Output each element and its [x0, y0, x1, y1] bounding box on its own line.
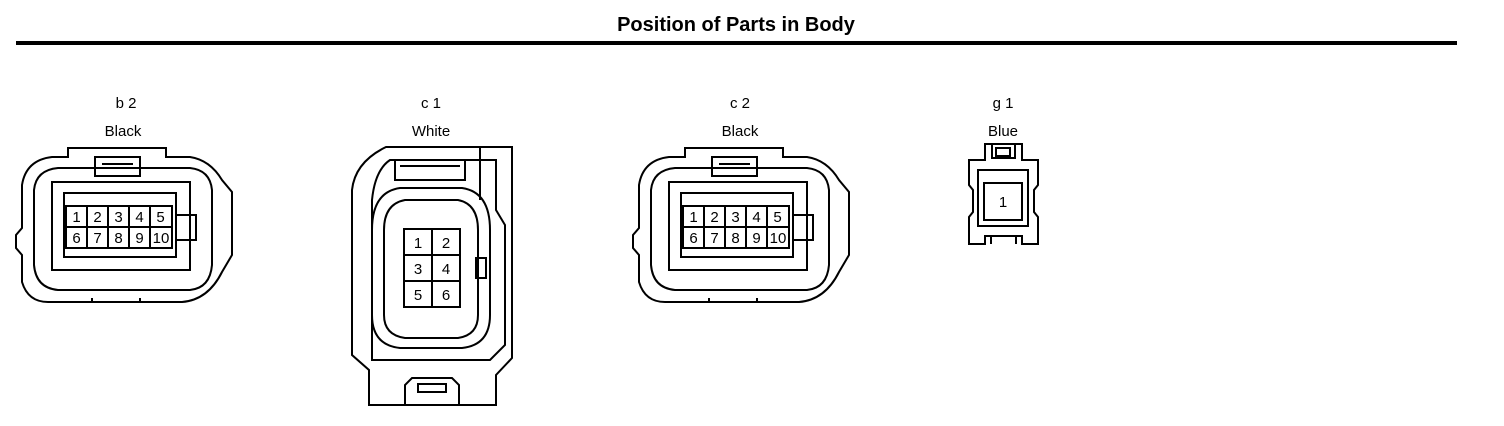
connector-c2-pin: 9 [752, 230, 760, 247]
connector-g1-color: Blue [987, 123, 1019, 140]
connector-b2-code: b 2 [115, 95, 137, 112]
connector-c1-pin: 2 [442, 235, 450, 252]
connector-b2-pin: 3 [114, 209, 122, 226]
connector-g1-pin: 1 [999, 194, 1007, 211]
connector-c2-code: c 2 [729, 95, 750, 112]
connector-b2-pin: 4 [135, 209, 143, 226]
page-title: Position of Parts in Body [617, 14, 855, 36]
connector-c2-pin: 10 [770, 230, 787, 247]
connector-c2-pin: 1 [689, 209, 697, 226]
connector-c1-pin: 1 [414, 235, 422, 252]
connector-c1-pin: 3 [414, 261, 422, 278]
title-divider [16, 41, 1457, 45]
connector-c2-pin: 4 [752, 209, 760, 226]
connector-b2-pin: 2 [93, 209, 101, 226]
connector-b2-pin: 5 [156, 209, 164, 226]
connector-c2-pin: 2 [710, 209, 718, 226]
connector-c1-color: White [411, 123, 451, 140]
connector-c1-pin: 5 [414, 287, 422, 304]
connector-b2-pin: 1 [72, 209, 80, 226]
connector-g1-code: g 1 [992, 95, 1014, 112]
connector-b2-pin: 9 [135, 230, 143, 247]
connector-b2-pin: 10 [153, 230, 170, 247]
connector-b2-pin: 6 [72, 230, 80, 247]
connector-c1-pin: 6 [442, 287, 450, 304]
connector-b2-pin: 7 [93, 230, 101, 247]
connector-c2-pin: 5 [773, 209, 781, 226]
connector-c2-pin: 7 [710, 230, 718, 247]
connector-c2-pin: 6 [689, 230, 697, 247]
connector-c2-color: Black [721, 123, 759, 140]
connector-c2-pin: 3 [731, 209, 739, 226]
connector-b2-pin: 8 [114, 230, 122, 247]
connector-c1-code: c 1 [420, 95, 441, 112]
connector-c1-pin: 4 [442, 261, 450, 278]
connector-c2-pin: 8 [731, 230, 739, 247]
connector-b2-color: Black [104, 123, 142, 140]
